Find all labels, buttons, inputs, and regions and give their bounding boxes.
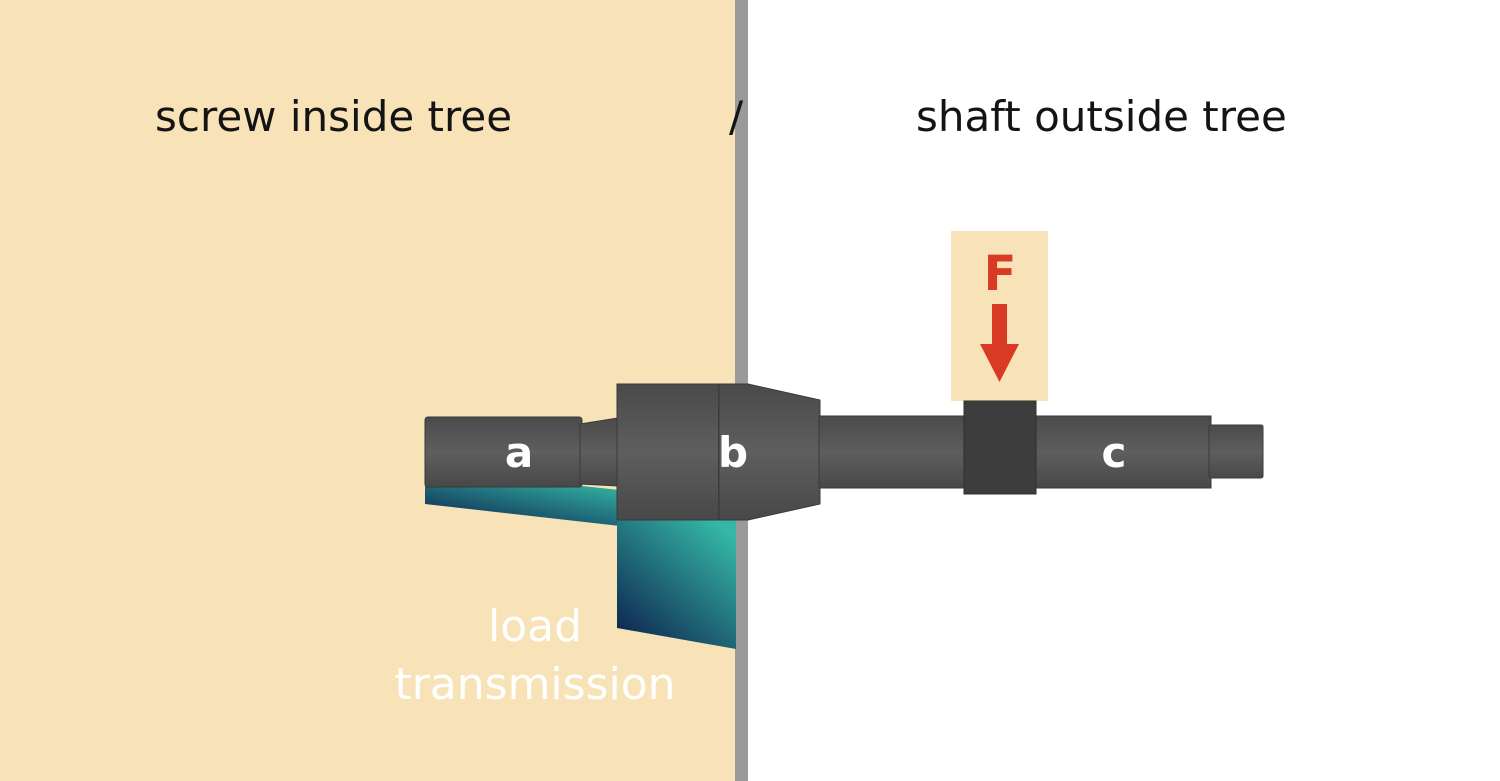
shaft-neck (579, 417, 619, 487)
heading-screw-inside-tree: screw inside tree (155, 92, 513, 141)
shaft-segment-a (424, 416, 583, 488)
heading-separator: / (729, 92, 744, 141)
shaft-segment-b (616, 383, 722, 521)
load-label-line1: load (487, 601, 583, 652)
arrow-down-icon (980, 304, 1019, 382)
force-label: F (984, 246, 1017, 302)
load-collar (963, 400, 1037, 495)
load-transmission-label: load transmission (385, 598, 685, 714)
load-transmission-wedge-large (617, 519, 736, 649)
segment-label-c: c (1102, 428, 1127, 477)
segment-label-a: a (505, 428, 533, 477)
shaft-end-stub (1208, 424, 1264, 479)
load-label-line2: transmission (394, 659, 676, 710)
segment-label-b: b (718, 428, 748, 477)
shaft-taper (718, 383, 821, 521)
tree-region (0, 0, 735, 781)
load-transmission-wedge-small (425, 486, 620, 526)
heading-shaft-outside-tree: shaft outside tree (916, 92, 1287, 141)
